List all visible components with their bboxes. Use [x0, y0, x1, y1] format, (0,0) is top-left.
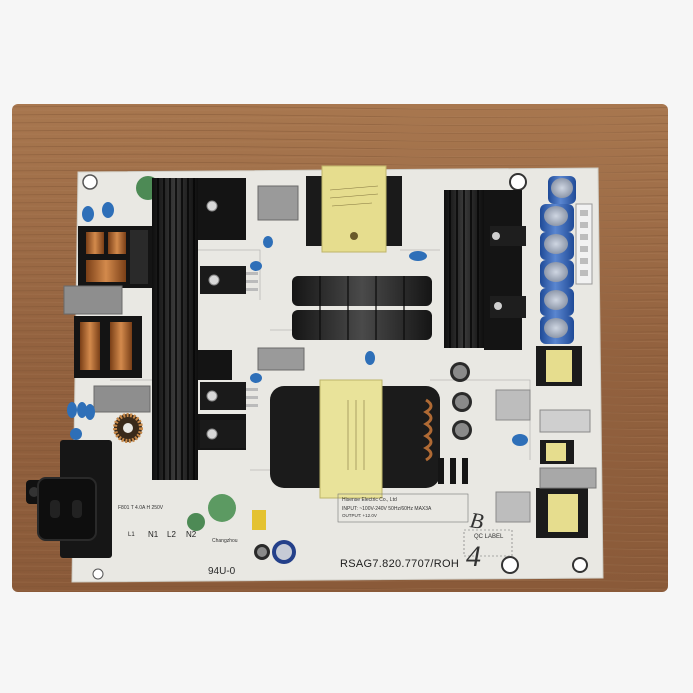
x-capacitor: [257, 347, 305, 371]
output-rating-text: OUTPUT: +12.0V: [342, 513, 377, 518]
terminal-label-n2: N2: [186, 530, 197, 539]
small-electrolytic: [452, 392, 472, 412]
small-electrolytic: [452, 420, 472, 440]
small-transformer: [540, 440, 574, 464]
small-electrolytic: [450, 362, 470, 382]
relay-block: [539, 409, 591, 433]
mounting-hole: [509, 173, 527, 191]
qc-label-text: QC LABEL: [474, 534, 504, 540]
power-transistor: [200, 420, 246, 448]
board-model-number: RSAG7.820.7707/ROH: [340, 558, 460, 570]
mounting-hole: [572, 557, 588, 573]
fuse-rating-text: F801 T 4.0A H 250V: [118, 505, 164, 511]
handwritten-4: 4: [466, 540, 481, 573]
small-transformer: [536, 346, 582, 386]
output-connector: [575, 203, 593, 285]
transformer-top: [306, 165, 402, 253]
power-transistor: [200, 266, 258, 294]
cert-text: Changzhou: [212, 538, 238, 544]
ac-inlet-connector: [26, 440, 112, 558]
board-variant-code: 94U-0: [208, 566, 236, 577]
varistor: [208, 494, 236, 522]
bulk-capacitor-row: [292, 276, 432, 340]
terminal-label-l1: L1: [128, 532, 135, 538]
relay-block: [495, 491, 531, 523]
terminal-label-l2: L2: [167, 530, 176, 539]
common-mode-choke: [74, 316, 142, 378]
power-transistor: [206, 200, 218, 212]
terminal-label-n1: N1: [148, 530, 159, 539]
mounting-hole: [501, 556, 519, 574]
transformer-main: [270, 379, 440, 499]
input-rating-text: INPUT: ~100V-240V 50Hz/60Hz MAX3A: [342, 506, 432, 512]
relay-block: [539, 467, 597, 489]
output-capacitor-column: [540, 176, 576, 344]
manufacturer-text: Hisense Electric Co., Ltd: [342, 497, 397, 503]
mounting-hole: [82, 174, 98, 190]
common-mode-choke: [78, 226, 152, 288]
heatsink-right: [444, 190, 526, 350]
power-transistor: [200, 382, 258, 410]
varistor: [187, 513, 205, 531]
mounting-hole: [92, 568, 104, 580]
x-capacitor: [93, 385, 151, 413]
toroid-inductor: [113, 413, 143, 443]
x-capacitor: [257, 185, 299, 221]
small-electrolytic: [272, 540, 296, 564]
qc-label-outline: [463, 529, 513, 557]
ceramic-capacitors: [67, 202, 528, 446]
small-transformer: [536, 488, 588, 538]
rating-label-outline: [337, 493, 469, 523]
film-capacitor: [252, 510, 266, 530]
x-capacitor: [63, 285, 123, 315]
small-electrolytic: [254, 544, 270, 560]
relay-block: [495, 389, 531, 421]
diode-row: [438, 458, 468, 484]
